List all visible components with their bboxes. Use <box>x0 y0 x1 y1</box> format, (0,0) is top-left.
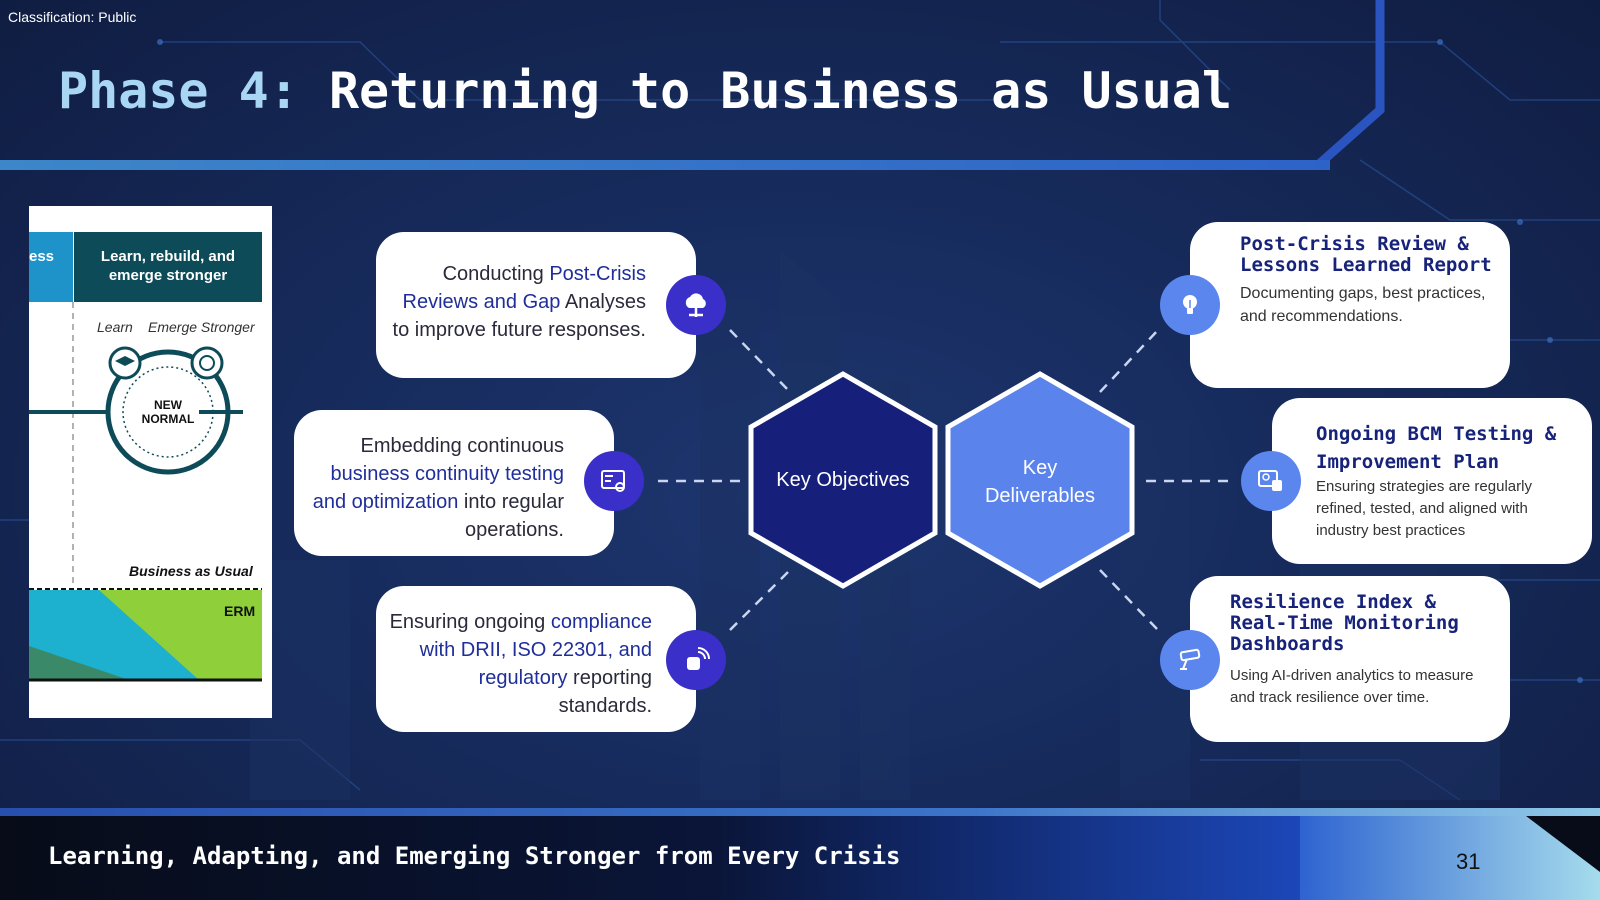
panel-new-normal: NEW NORMAL <box>141 398 195 426</box>
key-objectives-label: Key Objectives <box>776 469 910 491</box>
page-title: Phase 4: Returning to Business as Usual <box>58 62 1232 120</box>
bau-diagram-graphics <box>29 302 262 682</box>
deliverable-2-text: Ensuring strategies are regularly refine… <box>1316 478 1532 539</box>
lightbulb-icon <box>1160 275 1220 335</box>
deliverable-card-3: Resilience Index & Real-Time Monitoring … <box>1190 576 1510 742</box>
panel-tab-header: Learn, rebuild, and emerge stronger <box>74 232 262 302</box>
deliverable-1-title: Post-Crisis Review & Lessons Learned Rep… <box>1240 233 1492 276</box>
bau-diagram-image: ess Learn, rebuild, and emerge stronger … <box>29 206 272 718</box>
broadcast-icon <box>666 630 726 690</box>
footer-accent <box>0 808 1600 816</box>
objective-card-1: Conducting Post-Crisis Reviews and Gap A… <box>376 232 696 378</box>
panel-erm: ERM <box>224 603 256 619</box>
panel-tab-left: ess <box>29 232 73 302</box>
cloud-upload-icon <box>666 275 726 335</box>
dashboard-search-icon <box>584 451 644 511</box>
panel-emerge-label: Emerge Stronger <box>148 319 255 335</box>
deliverable-1-text: Documenting gaps, best practices, and re… <box>1240 285 1486 325</box>
title-phase: Phase 4: <box>58 62 299 120</box>
connector-4 <box>1099 329 1159 393</box>
page-number: 31 <box>1456 849 1481 874</box>
deliverable-3-title: Resilience Index & Real-Time Monitoring … <box>1230 591 1459 655</box>
objective-card-2: Embedding continuous business continuity… <box>294 410 614 556</box>
footer-tagline: Learning, Adapting, and Emerging Stronge… <box>48 842 901 870</box>
hexagon-key-objectives <box>748 371 938 589</box>
key-deliverables-label: Key Deliverables <box>984 457 1096 507</box>
deliverable-card-2: Ongoing BCM Testing & Improvement Plan E… <box>1272 398 1592 564</box>
title-underline <box>0 160 1330 170</box>
title-main: Returning to Business as Usual <box>328 62 1233 120</box>
panel-business-as-usual: Business as Usual <box>129 563 253 579</box>
deliverable-card-1: Post-Crisis Review & Lessons Learned Rep… <box>1190 222 1510 388</box>
connector-6 <box>1099 569 1159 631</box>
deliverable-3-text: Using AI-driven analytics to measure and… <box>1230 667 1474 706</box>
cctv-camera-icon <box>1160 630 1220 690</box>
objective-card-3: Ensuring ongoing compliance with DRII, I… <box>376 586 696 732</box>
target-icon <box>190 346 224 380</box>
footer-light-panel <box>1290 816 1600 900</box>
classification-label: Classification: Public <box>8 9 137 25</box>
hexagon-key-deliverables <box>945 371 1135 589</box>
secure-monitor-icon <box>1241 451 1301 511</box>
connector-3 <box>729 569 791 631</box>
connector-1 <box>729 329 791 393</box>
panel-learn-label: Learn <box>97 319 133 335</box>
deliverable-2-title: Ongoing BCM Testing & Improvement Plan <box>1316 423 1557 473</box>
footer-gradient <box>0 816 1300 900</box>
